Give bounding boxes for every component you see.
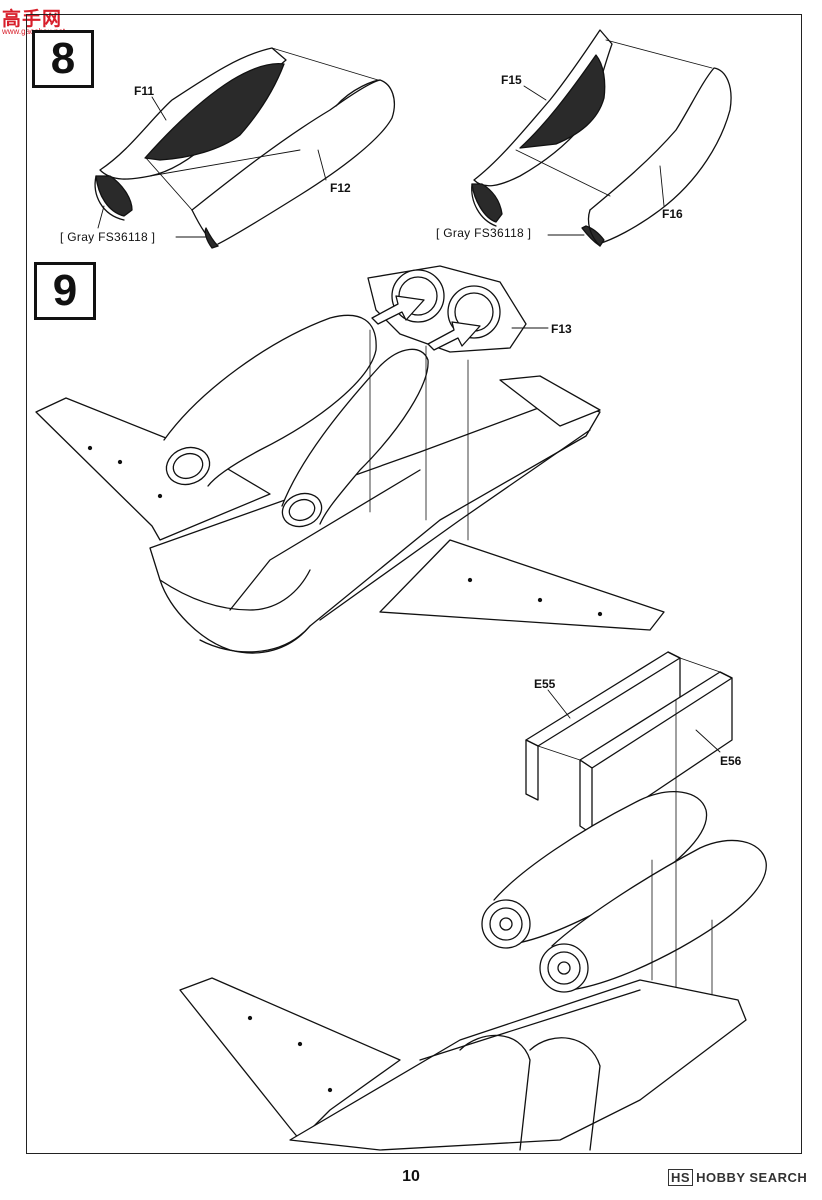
watermark-hobby-search-text: HOBBY SEARCH: [696, 1170, 808, 1185]
step-number-box: 8: [32, 30, 94, 88]
part-label-f11: F11: [134, 84, 155, 98]
page-frame: [26, 14, 802, 1154]
step9-upper-assembly: [35, 265, 665, 654]
part-label-f16: F16: [662, 207, 683, 221]
step-number: 8: [50, 34, 76, 83]
step-number: 9: [52, 266, 78, 315]
part-label-f13: F13: [551, 322, 572, 336]
step8-left-assembly: [94, 47, 395, 249]
part-label-f15: F15: [501, 73, 522, 87]
part-label-e55: E55: [534, 677, 556, 691]
part-label-e56: E56: [720, 754, 742, 768]
page-number: 10: [402, 1168, 420, 1185]
hobby-search-logo-icon: HS: [668, 1169, 694, 1186]
step8-right-assembly: [471, 29, 732, 247]
paint-callout: [ Gray FS36118 ]: [436, 226, 532, 240]
part-label-f12: F12: [330, 181, 351, 195]
step9-lower-assembly: [179, 651, 767, 1151]
step-number-box: 9: [34, 262, 96, 320]
paint-callout: [ Gray FS36118 ]: [60, 230, 156, 244]
